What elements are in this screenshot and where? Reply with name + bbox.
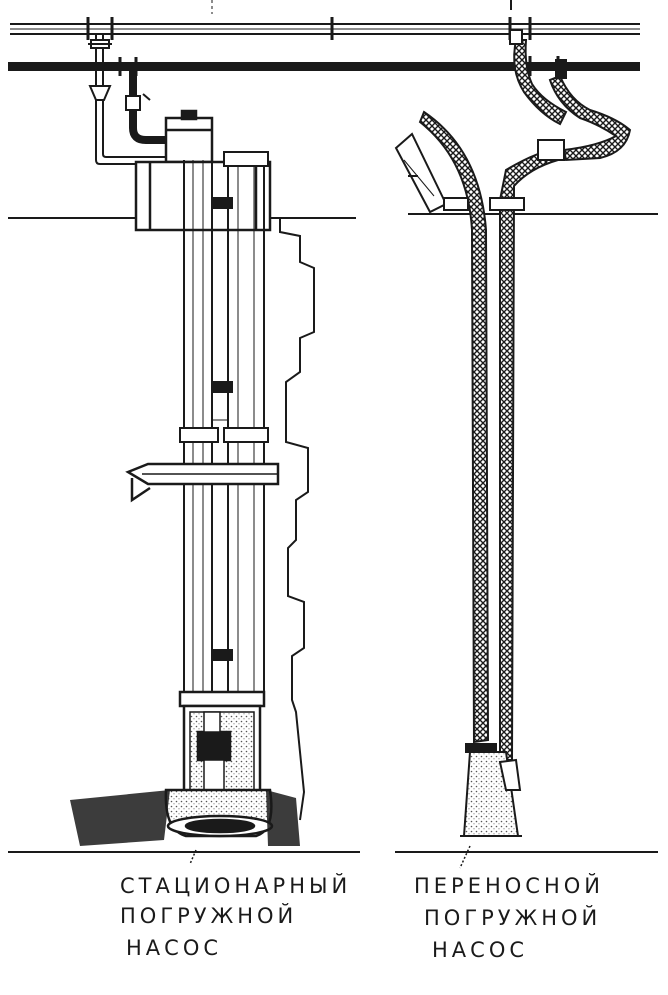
stationary-pump-housing bbox=[164, 690, 274, 838]
supply-pipe-with-valve bbox=[88, 34, 166, 165]
stationary-label-leader bbox=[189, 849, 197, 865]
stationary-pump-caption-line1: СТАЦИОНАРНЫЙ bbox=[120, 874, 352, 898]
portable-pump-body bbox=[460, 743, 522, 837]
shaft-wall-profile bbox=[279, 218, 315, 821]
hose-hanger bbox=[394, 132, 525, 214]
portable-pump-caption-line1: ПЕРЕНОСНОЙ bbox=[414, 874, 605, 898]
pump-motor bbox=[164, 109, 214, 164]
sump-shading bbox=[70, 790, 300, 846]
portable-label-leader bbox=[459, 845, 471, 869]
floor-line bbox=[8, 213, 658, 853]
pump-column bbox=[179, 151, 269, 700]
portable-pump-caption-line3: НАСОС bbox=[432, 938, 529, 962]
mid-bracket bbox=[125, 462, 280, 503]
portable-pump-caption-line2: ПОГРУЖНОЙ bbox=[424, 906, 602, 930]
ceiling-piping bbox=[8, 0, 640, 76]
stationary-pump-caption-line2: ПОГРУЖНОЙ bbox=[120, 904, 298, 928]
stationary-pump-caption-line3: НАСОС bbox=[126, 936, 223, 960]
portable-pump-hoses bbox=[418, 29, 632, 761]
